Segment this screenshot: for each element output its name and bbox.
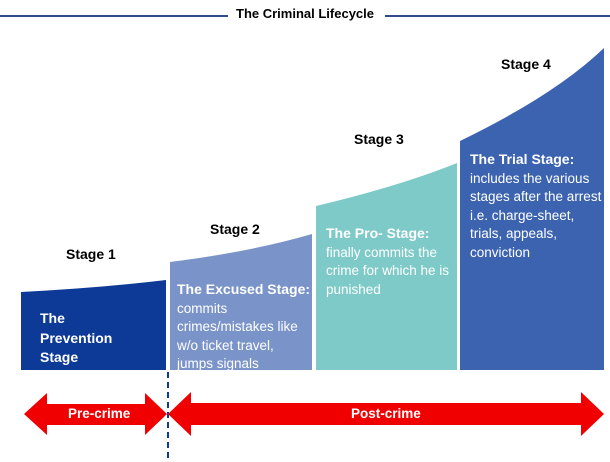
stage-4-text: The Trial Stage: includes the various st… [470, 150, 602, 262]
stage-3-shape [316, 163, 457, 370]
stage-2-heading: The Excused Stage: [177, 281, 311, 297]
title-rule-left [0, 15, 230, 17]
pre-crime-arrow [24, 393, 167, 435]
stage-4-shape [460, 48, 604, 370]
stage-2-description: commits crimes/mistakes like w/o ticket … [177, 300, 298, 372]
stage-3-label: Stage 3 [354, 131, 404, 147]
stage-4-heading: The Trial Stage: [470, 151, 575, 167]
stage-3-description: finally commits the crime for which he i… [326, 244, 450, 297]
title-rule-right [385, 15, 610, 17]
stage-4-label: Stage 4 [501, 56, 551, 72]
stage-3-text: The Pro- Stage: finally commits the crim… [326, 224, 454, 299]
title-bar: The Criminal Lifecycle [0, 0, 610, 30]
post-crime-label: Post-crime [351, 406, 421, 421]
post-crime-arrow [168, 392, 604, 436]
stage-4-description: includes the various stages after the ar… [470, 170, 602, 260]
pre-crime-label: Pre-crime [68, 406, 131, 421]
stage-1-heading: The Prevention Stage [40, 310, 113, 365]
stage-2-text: The Excused Stage: commits crimes/mistak… [177, 280, 311, 374]
stage-2-label: Stage 2 [210, 221, 260, 237]
stage-1-shape [21, 280, 166, 370]
stage-2-shape [170, 234, 312, 370]
stage-3-heading: The Pro- Stage: [326, 225, 430, 241]
stage-1-text: The Prevention Stage [40, 309, 130, 368]
stage-1-label: Stage 1 [66, 246, 116, 262]
diagram-title: The Criminal Lifecycle [228, 6, 382, 21]
